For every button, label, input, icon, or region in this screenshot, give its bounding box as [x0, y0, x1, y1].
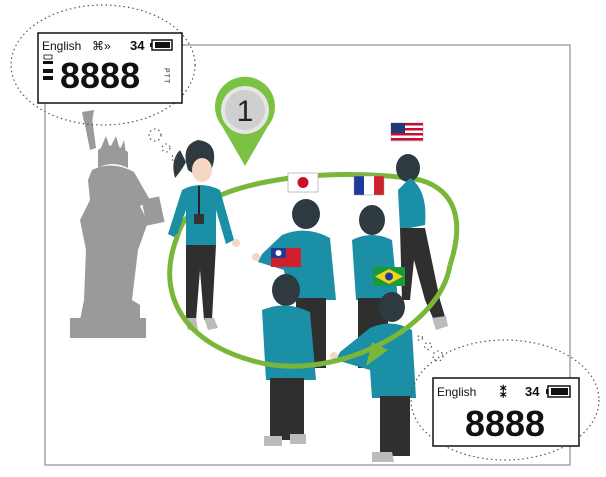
- device-display-top: English ⌘» 34 8888 PTT: [38, 33, 182, 103]
- bottom-display-digits: 8888: [465, 403, 545, 444]
- ptt-label: PTT: [163, 68, 170, 84]
- top-language-label: English: [42, 39, 81, 53]
- france-flag: [354, 176, 384, 195]
- bottom-language-label: English: [437, 385, 476, 399]
- top-display-digits: 8888: [60, 55, 140, 96]
- top-channel-number: 34: [130, 38, 145, 53]
- marker-number: 1: [237, 95, 254, 128]
- taiwan-flag: [271, 248, 301, 267]
- brazil-flag: [373, 267, 405, 286]
- device-display-bottom: English ⁑ 34 8888: [433, 378, 579, 446]
- japan-flag: [288, 173, 318, 192]
- usa-flag: [391, 123, 423, 141]
- bluetooth-icon: ⌘»: [92, 39, 111, 53]
- volume-icon: ⁑: [500, 385, 507, 400]
- bottom-channel-number: 34: [525, 384, 540, 399]
